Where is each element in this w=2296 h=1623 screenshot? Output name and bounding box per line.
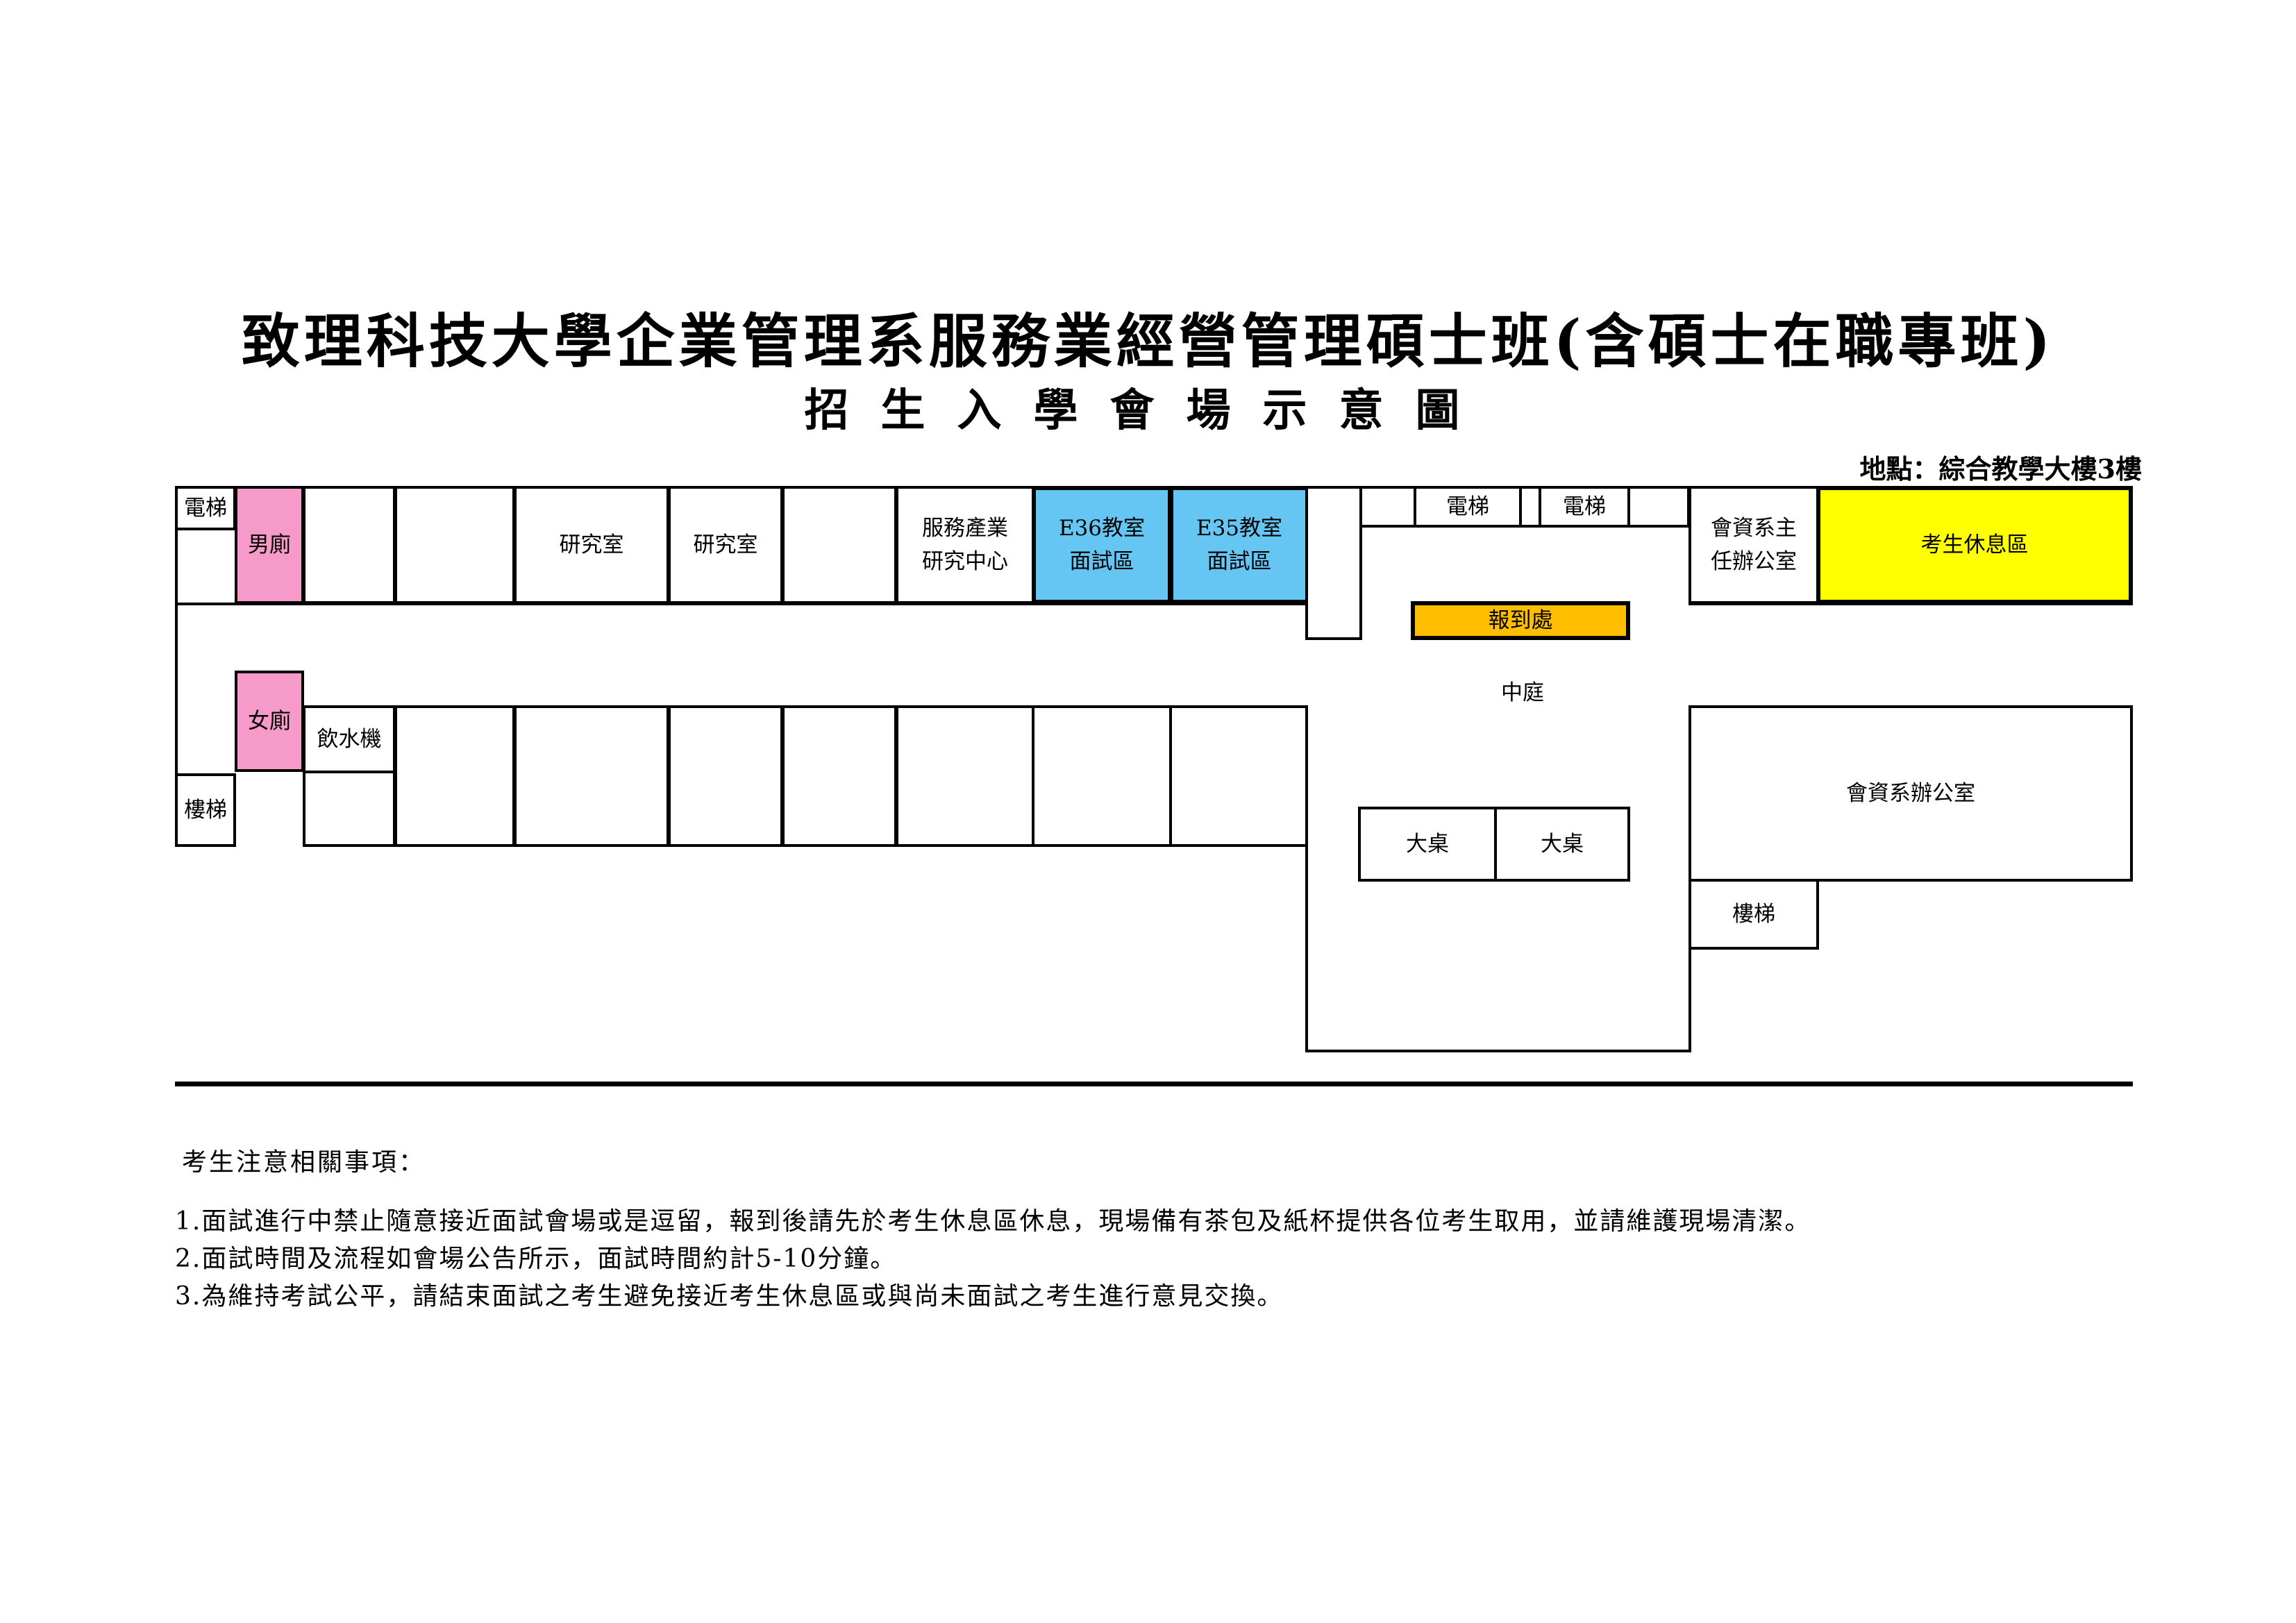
big-table-1-label: 大桌 <box>1406 832 1449 857</box>
note-item-2: 2.面試時間及流程如會場公告所示，面試時間約計5-10分鐘。 <box>175 1245 897 1273</box>
elevator-mid-1: 電梯 <box>1414 486 1522 528</box>
elevator-mid-2-label: 電梯 <box>1563 494 1606 519</box>
accounting-chair-office: 會資系主 任辦公室 <box>1689 486 1819 604</box>
e36-room-sublabel: 面試區 <box>1069 549 1134 574</box>
candidate-waiting-area: 考生休息區 <box>1816 486 2133 604</box>
room-blank-7 <box>668 705 783 847</box>
accounting-office-label: 會資系辦公室 <box>1846 781 1975 806</box>
water-dispenser: 飲水機 <box>303 705 396 773</box>
research-room-1: 研究室 <box>514 486 669 604</box>
room-blank-9 <box>896 705 1034 847</box>
water-dispenser-label: 飲水機 <box>317 727 382 752</box>
courtyard-label: 中庭 <box>1501 680 1544 705</box>
accounting-chair-office-line2: 任辦公室 <box>1711 549 1797 574</box>
room-blank-2 <box>394 486 515 604</box>
accounting-office: 會資系辦公室 <box>1689 705 2133 882</box>
e36-interview-room: E36教室 面試區 <box>1032 486 1172 604</box>
corridor-top-wall <box>175 603 1308 605</box>
research-room-1-label: 研究室 <box>559 532 624 557</box>
elevator-left-label: 電梯 <box>184 496 227 521</box>
courtyard-bottom-wall <box>1305 1050 1691 1052</box>
check-in-desk: 報到處 <box>1411 601 1630 640</box>
research-room-2-label: 研究室 <box>693 532 758 557</box>
room-blank-11 <box>1169 705 1308 847</box>
stairs-left: 樓梯 <box>175 773 236 847</box>
courtyard-left-wall <box>1305 705 1308 1052</box>
e35-room-sublabel: 面試區 <box>1207 549 1272 574</box>
stairs-left-label: 樓梯 <box>184 798 227 823</box>
e35-room-label: E35教室 <box>1196 516 1283 541</box>
service-industry-center: 服務產業 研究中心 <box>896 486 1034 604</box>
corridor-blank-left <box>1359 486 1416 528</box>
womens-restroom: 女廁 <box>235 671 304 772</box>
note-item-3: 3.為維持考試公平，請結束面試之考生避免接近考生休息區或與尚未面試之考生進行意見… <box>175 1282 1284 1311</box>
corridor-right-wall <box>1689 603 2133 605</box>
womens-restroom-label: 女廁 <box>248 709 291 734</box>
room-blank-8 <box>782 705 897 847</box>
elevator-left: 電梯 <box>175 486 236 530</box>
page-subtitle: 招生入學會場示意圖 <box>804 385 1492 437</box>
room-blank-6 <box>514 705 669 847</box>
corridor-blank-right <box>1627 486 1690 528</box>
mens-restroom-label: 男廁 <box>248 532 291 557</box>
elevator-mid-1-label: 電梯 <box>1446 494 1489 519</box>
e36-room-label: E36教室 <box>1058 516 1146 541</box>
left-corridor-wall <box>175 486 178 847</box>
section-divider <box>175 1082 2133 1086</box>
research-room-2: 研究室 <box>668 486 783 604</box>
service-industry-center-line2: 研究中心 <box>922 549 1008 574</box>
room-blank-5 <box>394 705 515 847</box>
stairs-right-label: 樓梯 <box>1732 902 1775 927</box>
page-title: 致理科技大學企業管理系服務業經營管理碩士班(含碩士在職專班) <box>241 307 2055 376</box>
check-in-label: 報到處 <box>1488 608 1553 633</box>
service-industry-center-line1: 服務產業 <box>922 516 1008 541</box>
room-blank-10 <box>1032 705 1172 847</box>
elevator-mid-2: 電梯 <box>1539 486 1630 528</box>
big-table-1: 大桌 <box>1358 807 1497 882</box>
room-blank-3 <box>782 486 897 604</box>
accounting-chair-office-line1: 會資系主 <box>1711 516 1797 541</box>
e35-interview-room: E35教室 面試區 <box>1169 486 1309 604</box>
big-table-2: 大桌 <box>1494 807 1630 882</box>
notes-heading: 考生注意相關事項： <box>182 1148 426 1177</box>
room-blank-1 <box>303 486 396 604</box>
lobby-top-wall <box>1359 525 1690 528</box>
location-label: 地點：綜合教學大樓3樓 <box>1859 453 2142 485</box>
big-table-2-label: 大桌 <box>1541 832 1584 857</box>
stairs-right: 樓梯 <box>1689 879 1819 950</box>
room-blank-4 <box>303 771 396 847</box>
pillar-block <box>1305 486 1362 640</box>
note-item-1: 1.面試進行中禁止隨意接近面試會場或是逗留，報到後請先於考生休息區休息，現場備有… <box>175 1207 1811 1236</box>
mens-restroom: 男廁 <box>235 486 304 604</box>
waiting-area-label: 考生休息區 <box>1920 532 2029 557</box>
